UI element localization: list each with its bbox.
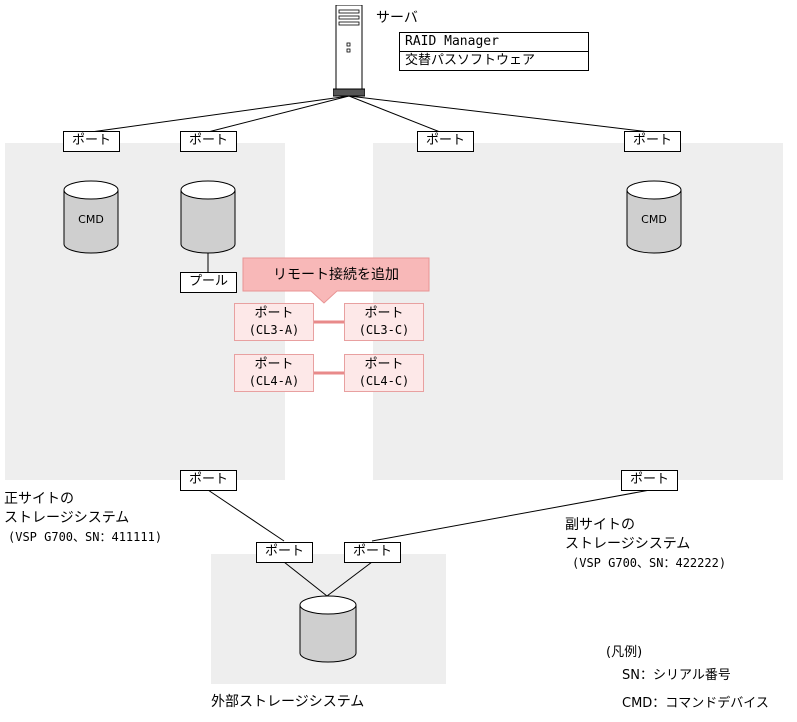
server-icon bbox=[332, 4, 366, 97]
secondary-site-model: (VSP G700、SN：422222) bbox=[572, 556, 727, 570]
port-external-2: ポート bbox=[344, 542, 401, 563]
remote-port-id: (CL4-C) bbox=[358, 374, 410, 388]
legend-cmd: CMD：コマンドデバイス bbox=[622, 696, 769, 711]
port-secondary-external: ポート bbox=[621, 470, 678, 491]
remote-connection-callout: リモート接続を追加 bbox=[242, 257, 430, 311]
secondary-site-label-1: 副サイトの bbox=[565, 517, 635, 533]
callout-text: リモート接続を追加 bbox=[273, 267, 399, 283]
software-alternate-path: 交替パスソフトウェア bbox=[405, 53, 536, 68]
port-secondary-1: ポート bbox=[417, 131, 474, 152]
remote-port-cl3-c: ポート (CL3-C) bbox=[344, 303, 424, 341]
port-primary-1: ポート bbox=[63, 131, 120, 152]
remote-port-label: ポート bbox=[254, 357, 294, 372]
remote-port-label: ポート bbox=[364, 357, 404, 372]
pool-volume bbox=[180, 180, 236, 256]
remote-port-cl4-a: ポート (CL4-A) bbox=[234, 354, 314, 392]
software-raid-manager: RAID Manager bbox=[400, 33, 588, 52]
cmd-label-primary: CMD bbox=[78, 213, 104, 226]
legend-title: (凡例) bbox=[606, 645, 643, 660]
primary-site-label-2: ストレージシステム bbox=[4, 510, 130, 526]
server-software-list: RAID Manager 交替パスソフトウェア bbox=[399, 32, 589, 71]
remote-port-label: ポート bbox=[254, 306, 294, 321]
remote-port-id: (CL3-A) bbox=[248, 323, 300, 337]
remote-port-id: (CL3-C) bbox=[358, 323, 410, 337]
cmd-label-secondary: CMD bbox=[641, 213, 667, 226]
external-storage-label: 外部ストレージシステム bbox=[211, 694, 365, 710]
port-secondary-2: ポート bbox=[624, 131, 681, 152]
primary-site-label-1: 正サイトの bbox=[4, 491, 74, 507]
pool-label: プール bbox=[180, 272, 237, 293]
remote-port-cl3-a: ポート (CL3-A) bbox=[234, 303, 314, 341]
primary-site-model: (VSP G700、SN：411111) bbox=[8, 530, 163, 544]
external-volume bbox=[299, 595, 357, 665]
secondary-site-label-2: ストレージシステム bbox=[565, 536, 691, 552]
port-external-1: ポート bbox=[256, 542, 313, 563]
port-primary-external: ポート bbox=[180, 470, 237, 491]
port-primary-2: ポート bbox=[180, 131, 237, 152]
remote-port-id: (CL4-A) bbox=[248, 374, 300, 388]
cmd-volume-secondary: CMD bbox=[626, 180, 682, 256]
legend-sn: SN：シリアル番号 bbox=[622, 668, 731, 683]
remote-port-cl4-c: ポート (CL4-C) bbox=[344, 354, 424, 392]
remote-port-label: ポート bbox=[364, 306, 404, 321]
secondary-storage-panel bbox=[373, 143, 783, 480]
cmd-volume-primary: CMD bbox=[63, 180, 119, 256]
server-label: サーバ bbox=[376, 10, 418, 26]
